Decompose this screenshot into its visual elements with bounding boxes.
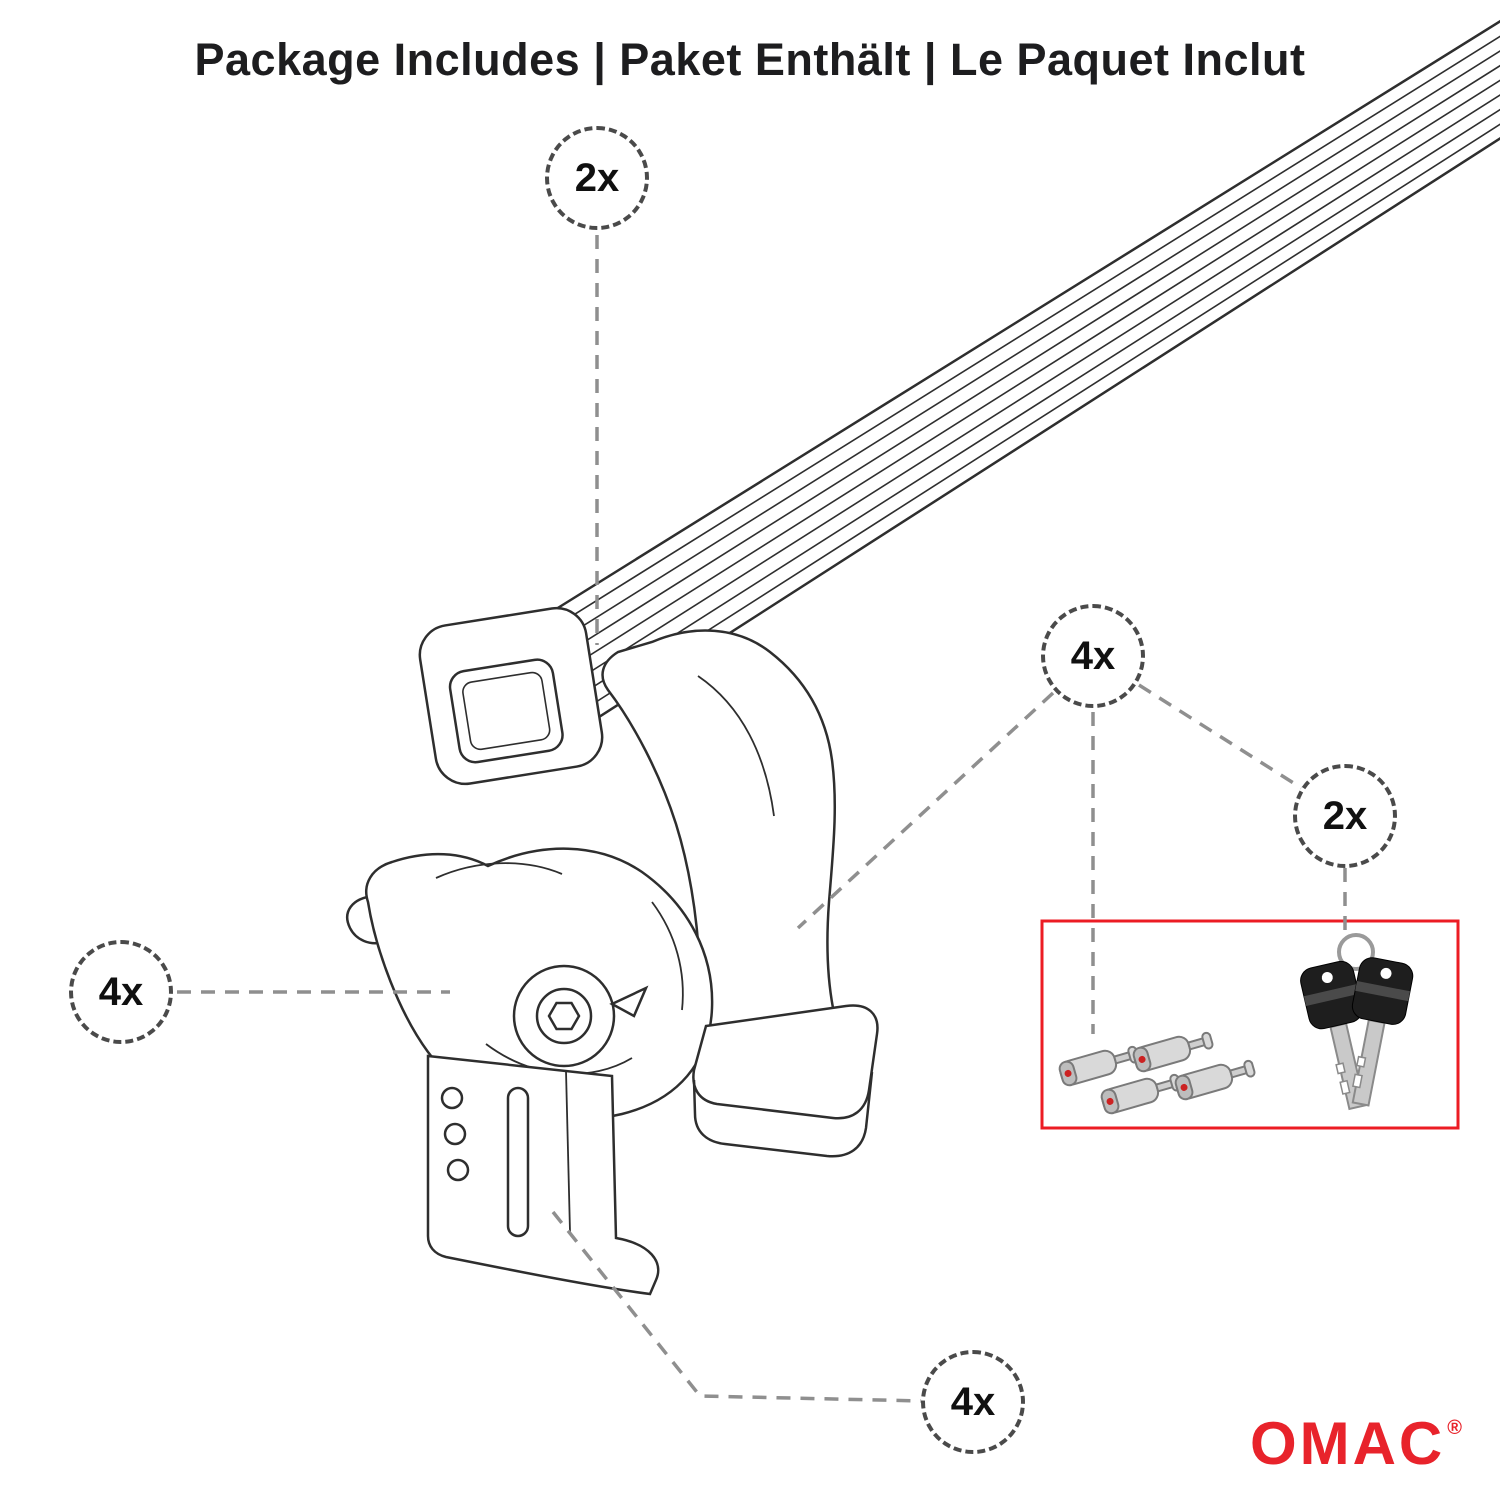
leader-clamp <box>551 1210 924 1403</box>
callout-clamp: 4x <box>921 1350 1025 1454</box>
crossbar-end-cap <box>418 606 604 786</box>
foot-base-pad <box>692 1004 879 1158</box>
leader-foot-diagonal <box>796 691 1055 930</box>
callout-foot: 4x <box>69 940 173 1044</box>
callout-keys: 2x <box>1293 764 1397 868</box>
leader-lines <box>177 235 1347 1403</box>
registered-trademark-icon: ® <box>1447 1417 1462 1439</box>
page-title: Package Includes | Paket Enthält | Le Pa… <box>194 34 1306 85</box>
keyring-icon <box>1337 933 1375 971</box>
callout-locks-label: 4x <box>1070 633 1116 678</box>
clamp-bracket <box>426 1054 660 1296</box>
callout-crossbar-label: 2x <box>574 155 620 200</box>
omac-logo: OMAC® <box>1250 1414 1462 1474</box>
callout-clamp-label: 4x <box>950 1379 996 1424</box>
lock-cylinders-icon <box>1058 1031 1256 1115</box>
bolt-boss <box>512 964 649 1068</box>
keys-icon <box>1300 933 1414 1111</box>
leader-locks-to-keys <box>1138 683 1304 791</box>
callout-foot-label: 4x <box>98 969 144 1014</box>
callout-locks: 4x <box>1041 604 1145 708</box>
brand-name: OMAC <box>1249 1410 1446 1477</box>
callout-crossbar: 2x <box>545 126 649 230</box>
mounting-foot <box>346 629 879 1296</box>
callout-keys-label: 2x <box>1322 793 1368 838</box>
crossbar <box>514 19 1500 744</box>
pointer-arrow-icon <box>609 985 649 1018</box>
